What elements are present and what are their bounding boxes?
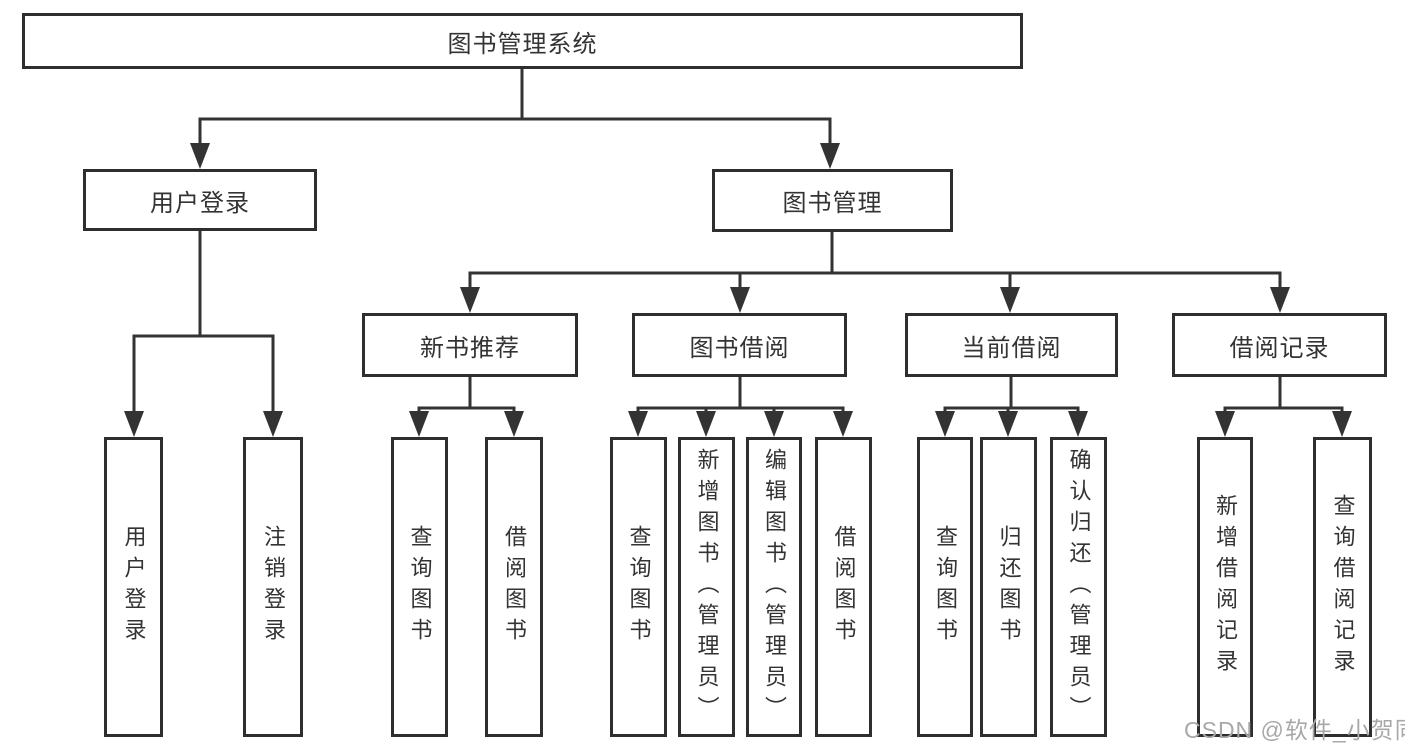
leaf-node-edit-book-admin: 编辑图书（管理员） <box>746 437 802 737</box>
leaf-node-label: 查询图书 <box>407 525 433 649</box>
group-node-label: 新书推荐 <box>420 334 520 362</box>
leaf-node-add-borrow-record: 新增借阅记录 <box>1197 437 1253 737</box>
leaf-node-label: 查询借阅记录 <box>1330 494 1356 680</box>
leaf-node-borrow-books-2: 借阅图书 <box>815 437 872 737</box>
arrowheads <box>124 143 1352 437</box>
branch-node-book-management: 图书管理 <box>712 169 953 232</box>
group-node-book-borrowing: 图书借阅 <box>632 313 847 377</box>
leaf-node-label: 查询图书 <box>626 525 652 649</box>
group-node-label: 当前借阅 <box>961 334 1062 362</box>
branch-node-user-login: 用户登录 <box>83 169 317 231</box>
leaf-node-label: 借阅图书 <box>831 525 857 649</box>
group-node-new-book-recommendation: 新书推荐 <box>362 313 578 377</box>
leaf-node-borrow-books-1: 借阅图书 <box>485 437 543 737</box>
leaf-node-label: 新增图书（管理员） <box>694 447 720 727</box>
leaf-node-label: 用户登录 <box>121 525 147 649</box>
leaf-node-return-book: 归还图书 <box>980 437 1037 737</box>
leaf-node-confirm-return-admin: 确认归还（管理员） <box>1050 437 1107 737</box>
leaf-node-user-login: 用户登录 <box>104 437 163 737</box>
leaf-node-label: 注销登录 <box>261 525 286 649</box>
leaf-node-label: 归还图书 <box>996 525 1022 649</box>
root-node-library-system: 图书管理系统 <box>22 13 1023 69</box>
branch-node-label: 用户登录 <box>150 189 250 217</box>
group-node-label: 借阅记录 <box>1229 334 1330 362</box>
group-node-current-borrowing: 当前借阅 <box>905 313 1118 377</box>
leaf-node-query-books-2: 查询图书 <box>610 437 667 737</box>
leaf-node-add-book-admin: 新增图书（管理员） <box>678 437 735 737</box>
leaf-node-logout: 注销登录 <box>243 437 303 737</box>
root-node-label: 图书管理系统 <box>447 30 598 58</box>
leaf-node-query-borrow-record: 查询借阅记录 <box>1313 437 1372 737</box>
leaf-node-query-books-3: 查询图书 <box>917 437 973 737</box>
branch-node-label: 图书管理 <box>782 190 883 217</box>
csdn-watermark: CSDN @软件_小贺同学 <box>1184 717 1405 743</box>
leaf-node-query-books-1: 查询图书 <box>391 437 448 737</box>
leaf-node-label: 编辑图书（管理员） <box>762 447 787 727</box>
leaf-node-label: 新增借阅记录 <box>1213 494 1238 680</box>
leaf-node-label: 借阅图书 <box>502 525 527 649</box>
group-node-label: 图书借阅 <box>689 334 790 362</box>
leaf-node-label: 查询图书 <box>933 525 958 649</box>
leaf-node-label: 确认归还（管理员） <box>1066 447 1092 727</box>
group-node-borrowing-records: 借阅记录 <box>1172 313 1387 377</box>
